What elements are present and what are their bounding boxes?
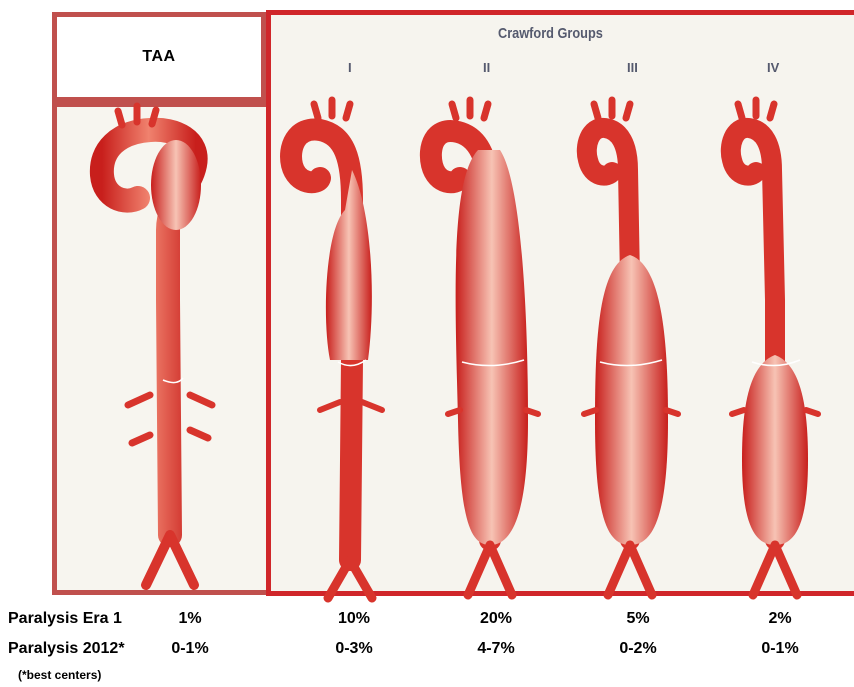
row-label-2012: Paralysis 2012* — [8, 640, 125, 658]
row-label-era1: Paralysis Era 1 — [8, 610, 122, 628]
2012-group4-value: 0-1% — [740, 640, 820, 658]
2012-group1-value: 0-3% — [314, 640, 394, 658]
2012-group2-value: 4-7% — [456, 640, 536, 658]
aorta-group-2 — [431, 100, 538, 595]
2012-taa-value: 0-1% — [150, 640, 230, 658]
aorta-group-3 — [584, 100, 678, 595]
2012-group3-value: 0-2% — [598, 640, 678, 658]
aorta-group-4 — [731, 100, 818, 595]
era1-group4-value: 2% — [740, 610, 820, 628]
era1-group1-value: 10% — [314, 610, 394, 628]
era1-group2-value: 20% — [456, 610, 536, 628]
taa-aorta-drawing — [102, 106, 212, 585]
footnote: (*best centers) — [18, 668, 101, 682]
era1-group3-value: 5% — [598, 610, 678, 628]
era1-taa-value: 1% — [150, 610, 230, 628]
aorta-group-1 — [291, 100, 382, 598]
